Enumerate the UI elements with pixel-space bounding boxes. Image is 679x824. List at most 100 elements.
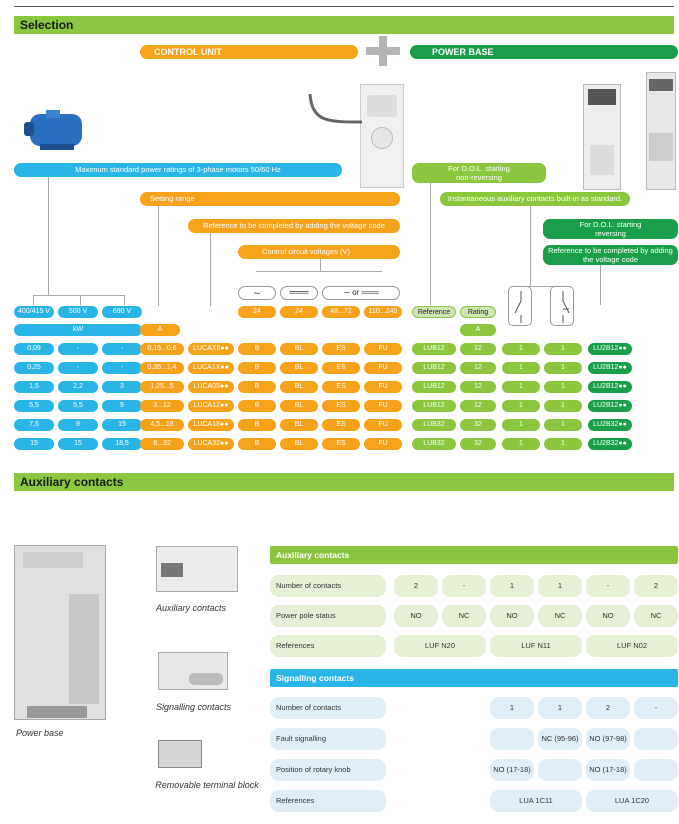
cell-c1: B: [238, 362, 276, 374]
cell-r: 12: [460, 381, 496, 393]
caption-aux: Auxiliary contacts: [156, 603, 227, 613]
sig-num-label: Number of contacts: [270, 697, 386, 719]
connector: [530, 206, 531, 286]
no-contact-icon: [508, 286, 532, 326]
sig-num-cell: 2: [586, 697, 630, 719]
header-vc3: 48...72: [322, 306, 360, 318]
header-rating-unit: A: [460, 324, 496, 336]
header-690v: 690 V: [102, 306, 142, 318]
header-vc1: 24: [238, 306, 276, 318]
cell-c2: BL: [280, 381, 318, 393]
sig-num-cell: 1: [490, 697, 534, 719]
cell-c1: B: [238, 419, 276, 431]
aux-pole-cell: NO: [394, 605, 438, 627]
cell-pb: LUB32: [412, 419, 456, 431]
cell-ref: LUCAX6●●: [188, 343, 234, 355]
aux-num-row: Number of contacts 2 - 1 1 - 2: [270, 575, 678, 597]
control-voltages-label: Control circuit voltages (V): [238, 245, 400, 259]
cell-c2: BL: [280, 438, 318, 450]
cell-c1: B: [238, 400, 276, 412]
power-base-illustration: [14, 545, 106, 720]
header-500v: 500 V: [58, 306, 98, 318]
cell-c4: FU: [364, 381, 402, 393]
cell-k400: 15: [14, 438, 54, 450]
dol-reversing-label: For D.O.L. starting reversing: [543, 219, 678, 239]
cell-k500: -: [58, 343, 98, 355]
cell-rev: LU2B12●●: [588, 400, 632, 412]
signalling-contacts-illustration: [158, 652, 228, 690]
header-kw: kW: [14, 324, 142, 336]
cell-k500: 5,5: [58, 400, 98, 412]
sig-table-title: Signalling contacts: [270, 669, 678, 687]
header-400v: 400/415 V: [14, 306, 54, 318]
cell-ref: LUCA1X●●: [188, 362, 234, 374]
connector: [33, 295, 34, 305]
cell-c2: BL: [280, 362, 318, 374]
caption-term: Removable terminal block: [155, 780, 259, 790]
sig-fault-cell: [490, 728, 534, 750]
power-base-bar: POWER BASE: [410, 45, 678, 59]
cell-k500: 15: [58, 438, 98, 450]
cell-c3: ES: [322, 400, 360, 412]
sig-num-row: Number of contacts 1 1 2 -: [270, 697, 678, 719]
cell-c4: FU: [364, 343, 402, 355]
cell-c1: B: [238, 381, 276, 393]
cell-rev: LU2B32●●: [588, 438, 632, 450]
cell-rev: LU2B12●●: [588, 362, 632, 374]
aux-num-cell: -: [586, 575, 630, 597]
nc-contact-icon: [550, 286, 574, 326]
ac-symbol-icon: ∼: [238, 286, 276, 300]
sig-ref-label: References: [270, 790, 386, 812]
cell-k400: 5,5: [14, 400, 54, 412]
caption-sig: Signalling contacts: [156, 702, 232, 712]
cell-r: 12: [460, 400, 496, 412]
cell-c4: FU: [364, 419, 402, 431]
cell-c2: BL: [280, 343, 318, 355]
cell-n1: 1: [502, 438, 540, 450]
ref-voltage-rev-label: Reference to be completed by adding the …: [543, 245, 678, 265]
cell-c2: BL: [280, 400, 318, 412]
cell-range: 0,35...1,4: [140, 362, 184, 374]
connector: [80, 295, 81, 305]
cell-pb: LUB12: [412, 400, 456, 412]
sig-knob-cell: [634, 759, 678, 781]
cell-c3: ES: [322, 381, 360, 393]
sig-num-cell: 1: [538, 697, 582, 719]
connector: [33, 295, 125, 296]
control-unit-image: [360, 84, 404, 188]
header-vc4: 110...240: [364, 306, 402, 318]
cell-k690: 15: [102, 419, 142, 431]
connector: [256, 271, 382, 272]
connector: [158, 206, 159, 306]
aux-num-cell: 1: [490, 575, 534, 597]
cell-c1: B: [238, 438, 276, 450]
cell-rev: LU2B12●●: [588, 343, 632, 355]
reference-voltage-label: Reference to be completed by adding the …: [188, 219, 400, 233]
cell-c3: ES: [322, 419, 360, 431]
cell-r: 32: [460, 438, 496, 450]
power-base-image-2: [646, 72, 676, 190]
or-text: or: [352, 288, 360, 297]
cell-k690: -: [102, 362, 142, 374]
cell-n2: 1: [544, 419, 582, 431]
connector: [210, 233, 211, 306]
cell-n1: 1: [502, 419, 540, 431]
cell-n2: 1: [544, 362, 582, 374]
header-reference: Reference: [412, 306, 456, 318]
aux-num-cell: 2: [394, 575, 438, 597]
cell-r: 32: [460, 419, 496, 431]
aux-num-label: Number of contacts: [270, 575, 386, 597]
aux-ref-cell: LUF N20: [394, 635, 486, 657]
aux-ref-row: References LUF N20 LUF N11 LUF N02: [270, 635, 678, 657]
cell-n1: 1: [502, 343, 540, 355]
cell-pb: LUB12: [412, 362, 456, 374]
cell-k400: 0,09: [14, 343, 54, 355]
sig-fault-label: Fault signalling: [270, 728, 386, 750]
header-rating: Rating: [460, 306, 496, 318]
aux-pole-cell: NC: [538, 605, 582, 627]
cell-ref: LUCA32●●: [188, 438, 234, 450]
cell-n2: 1: [544, 438, 582, 450]
cell-range: 3...12: [140, 400, 184, 412]
control-unit-bar: CONTROL UNIT: [140, 45, 358, 59]
aux-contacts-illustration: [156, 546, 238, 592]
